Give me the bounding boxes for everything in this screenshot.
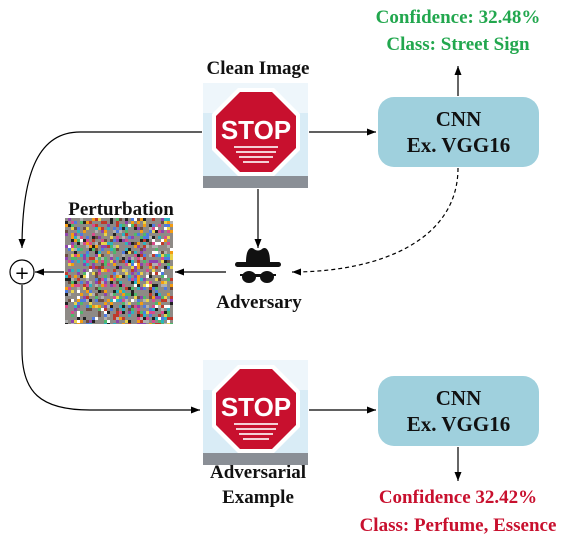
- cnn-bottom-line2: Ex. VGG16: [406, 412, 511, 436]
- clean-image-title: Clean Image: [206, 58, 310, 79]
- clean-sign-text: STOP: [221, 115, 291, 145]
- plus-symbol: +: [14, 263, 29, 284]
- hacker-incognito-icon: [235, 248, 281, 283]
- dashed-arrow-cnn-to-adversary: [291, 167, 459, 276]
- perturbation-noise-image: [65, 218, 173, 324]
- clean-class-label: Class: Street Sign: [386, 34, 530, 55]
- adversarial-confidence-label: Confidence 32.42%: [378, 487, 538, 508]
- arrow-plus-to-adversarial-example: [21, 285, 200, 414]
- cnn-top-line1: CNN: [435, 107, 482, 131]
- cnn-box-top: CNN Ex. VGG16: [378, 97, 539, 167]
- clean-confidence-label: Confidence: 32.48%: [375, 7, 541, 28]
- cnn-top-line2: Ex. VGG16: [406, 133, 511, 157]
- arrow-clean-to-plus: [18, 131, 202, 249]
- adversarial-class-label: Class: Perfume, Essence: [359, 515, 557, 536]
- cnn-box-bottom: CNN Ex. VGG16: [378, 376, 539, 446]
- adversary-label: Adversary: [216, 292, 302, 313]
- adversarial-sign-text: STOP: [221, 392, 291, 422]
- clean-stop-sign-image: STOP: [203, 83, 308, 188]
- adversarial-example-title-line1: Adversarial: [209, 462, 307, 483]
- plus-circle-icon: +: [9, 259, 35, 285]
- adversarial-example-title-line2: Example: [222, 487, 294, 508]
- perturbation-title: Perturbation: [68, 199, 174, 220]
- cnn-bottom-line1: CNN: [435, 386, 482, 410]
- adversarial-stop-sign-image: STOP: [203, 360, 308, 465]
